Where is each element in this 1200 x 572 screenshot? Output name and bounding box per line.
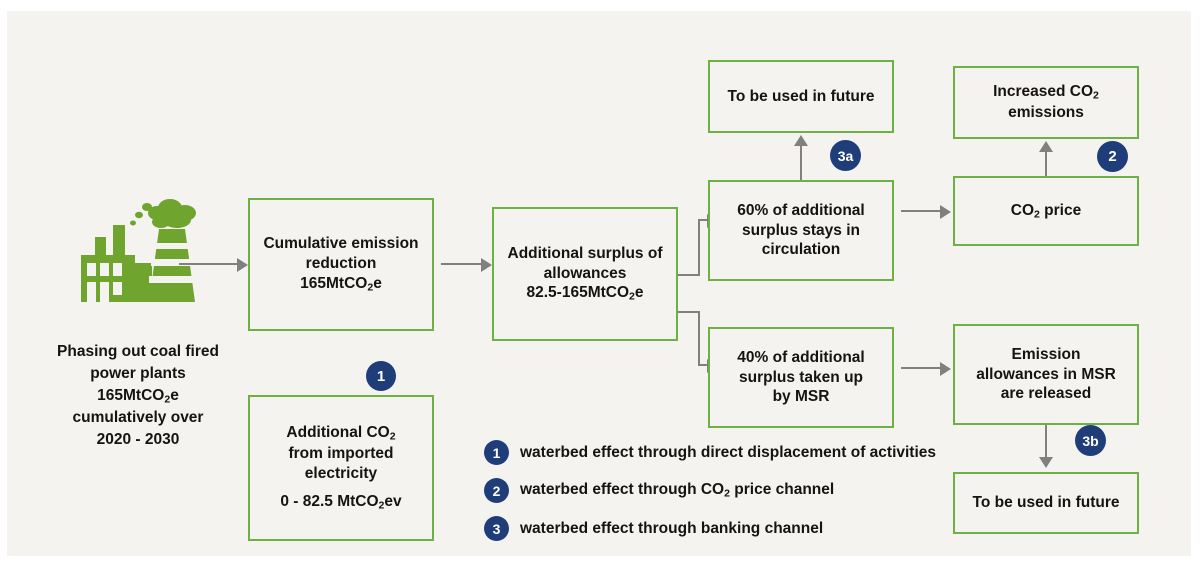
box-line: Additional surplus of [507, 244, 663, 262]
connector-surplus-split-lower-riser [698, 311, 700, 366]
legend-item-1: 1 waterbed effect through direct displac… [484, 440, 936, 465]
box-line: circulation [761, 241, 841, 259]
box-line: by MSR [772, 388, 830, 406]
legend-item-3: 3 waterbed effect through banking channe… [484, 516, 823, 541]
legend: 1 waterbed effect through direct displac… [484, 440, 944, 545]
box-line: surplus stays in [741, 221, 860, 239]
legend-label-1: waterbed effect through direct displacem… [520, 443, 937, 461]
arrow-head [940, 205, 951, 219]
legend-badge-2: 2 [484, 478, 509, 503]
legend-label-2: waterbed effect through CO2 price channe… [520, 481, 835, 500]
box-msr-allowances-released[interactable]: Emission allowances in MSR are released [953, 324, 1139, 425]
connector-60-to-future [800, 146, 802, 180]
box-line: Additional CO2 [286, 423, 396, 443]
connector-surplus-split-upper-riser [698, 219, 700, 276]
coal-power-plant-icon [73, 197, 203, 305]
box-line: reduction [305, 255, 377, 273]
caption-line: power plants [90, 365, 186, 382]
legend-label-3: waterbed effect through banking channel [520, 519, 824, 537]
box-line: 60% of additional [737, 201, 865, 219]
connector-60-to-co2price [901, 210, 942, 212]
legend-badge-1: 1 [484, 440, 509, 465]
box-line: 82.5-165MtCO2e [526, 284, 644, 303]
arrow-head [237, 258, 248, 272]
legend-item-2: 2 waterbed effect through CO2 price chan… [484, 478, 834, 503]
box-line: electricity [304, 464, 378, 482]
box-cumulative-emission-reduction[interactable]: Cumulative emission reduction 165MtCO2e [248, 198, 434, 331]
badge-2: 2 [1097, 141, 1128, 172]
box-line: 165MtCO2e [300, 274, 382, 294]
arrow-head [794, 135, 808, 146]
connector-40-to-msr [901, 367, 942, 369]
badge-3a: 3a [830, 140, 861, 171]
box-additional-co2-imported-electricity[interactable]: Additional CO2 from imported electricity… [248, 395, 434, 541]
box-to-be-used-in-future-bottom[interactable]: To be used in future [953, 472, 1139, 534]
diagram-panel: Phasing out coal fired power plants 165M… [7, 11, 1191, 556]
badge-3b: 3b [1075, 425, 1106, 456]
box-line: Cumulative emission [263, 235, 419, 253]
box-line: are released [1000, 385, 1092, 403]
box-increased-co2-emissions[interactable]: Increased CO2 emissions [953, 66, 1139, 139]
box-line: Increased CO2 [993, 83, 1099, 102]
caption-line: cumulatively over [72, 409, 204, 427]
connector-surplus-split-lower-stub [678, 311, 700, 313]
arrow-head [940, 362, 951, 376]
box-line: Emission [1011, 345, 1081, 363]
caption-line: 165MtCO2e [97, 387, 179, 406]
box-line: allowances [543, 264, 627, 282]
box-line: from imported [288, 444, 394, 462]
box-40-percent-taken-by-msr[interactable]: 40% of additional surplus taken up by MS… [708, 327, 894, 428]
box-line: surplus taken up [738, 368, 864, 386]
connector-cumulative-to-surplus [441, 263, 483, 265]
box-to-be-used-in-future-top[interactable]: To be used in future [708, 60, 894, 133]
box-additional-surplus-allowances[interactable]: Additional surplus of allowances 82.5-16… [492, 207, 678, 341]
arrow-head [1039, 457, 1053, 468]
arrow-head [481, 258, 492, 272]
box-line: CO2 price [1010, 201, 1082, 220]
caption-line: 2020 - 2030 [96, 431, 180, 449]
box-line: emissions [1008, 103, 1084, 121]
box-line: To be used in future [972, 494, 1120, 512]
box-60-percent-stays-in-circulation[interactable]: 60% of additional surplus stays in circu… [708, 180, 894, 281]
badge-1: 1 [366, 361, 396, 391]
box-line: 40% of additional [737, 348, 865, 366]
box-co2-price[interactable]: CO2 price [953, 176, 1139, 246]
source-caption: Phasing out coal fired power plants 165M… [43, 341, 233, 451]
arrow-head [1039, 141, 1053, 152]
box-line: To be used in future [727, 87, 875, 105]
connector-surplus-to-40 [698, 364, 713, 366]
legend-badge-3: 3 [484, 516, 509, 541]
connector-msr-to-future [1045, 425, 1047, 458]
connector-surplus-split-upper-stub [678, 274, 700, 276]
connector-surplus-to-60 [698, 219, 713, 221]
connector-source-to-cumulative [179, 263, 237, 265]
box-line: allowances in MSR [976, 365, 1116, 383]
caption-line: Phasing out coal fired [57, 343, 219, 360]
box-line: 0 - 82.5 MtCO2ev [280, 493, 402, 512]
connector-co2price-to-emissions [1045, 152, 1047, 186]
